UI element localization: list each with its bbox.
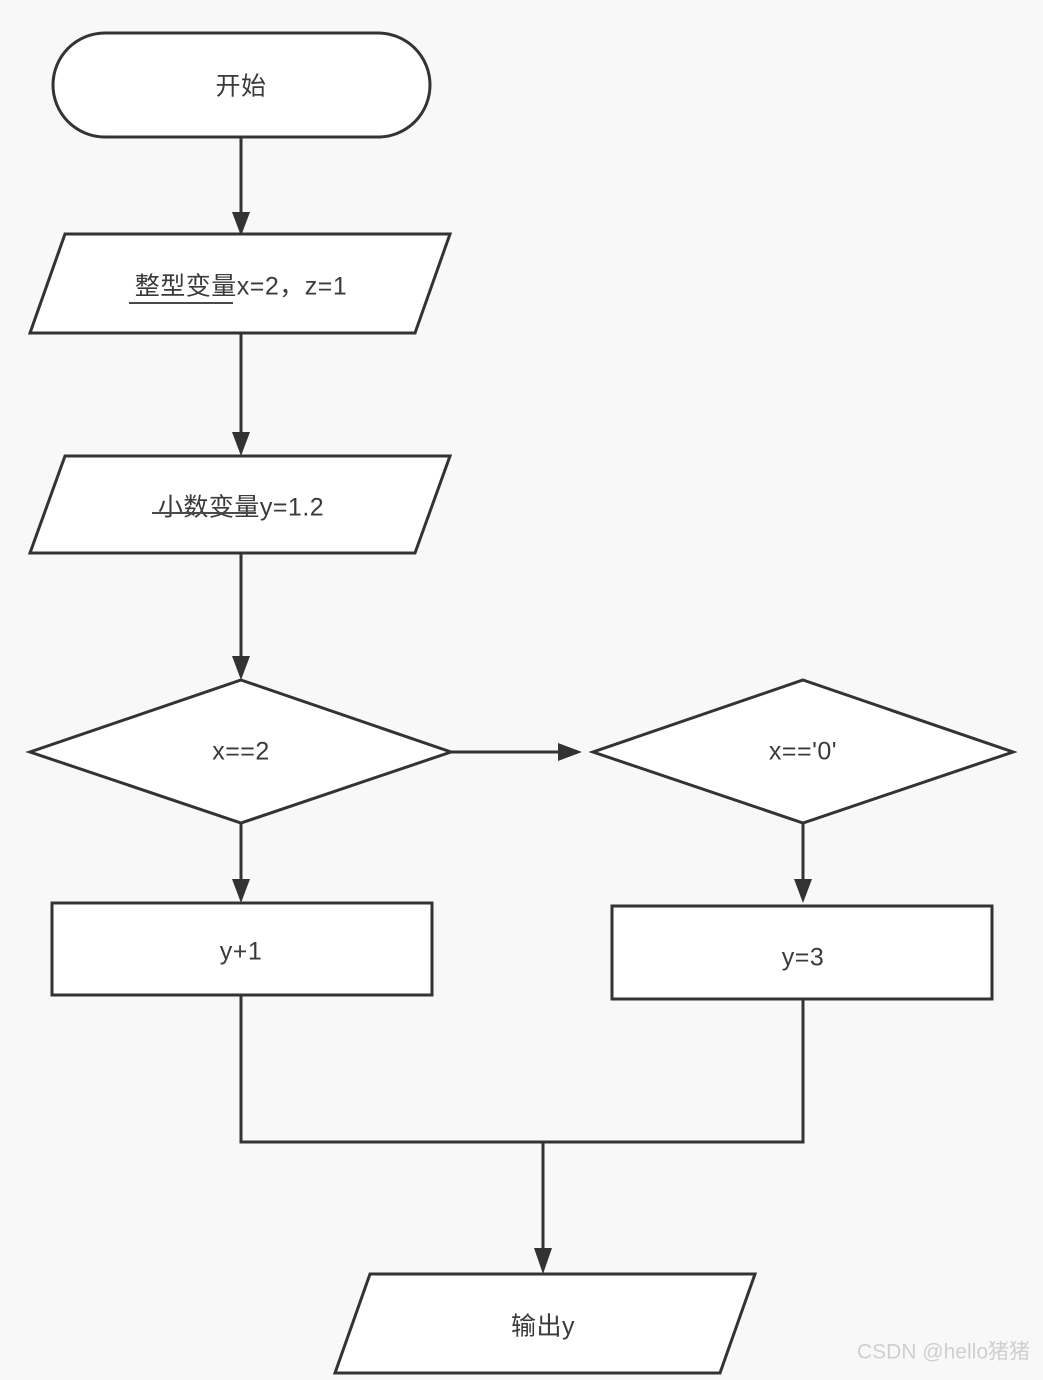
proc-y-plus-1-shape [50,901,434,997]
cond-x-eq-zero-char-shape [588,678,1018,825]
edge-arrowhead [232,879,250,903]
edge-arrowhead [232,656,250,680]
edge-merge-to-output-y [534,1142,552,1274]
edge-proc-y-plus-1-to-output-y [239,995,543,1144]
proc-y-plus-1-label: y+1 [220,938,263,966]
edge-cond-x-eq-2-to-cond-x-eq-zero-char [451,743,582,761]
proc-y-eq-3-label: y=3 [782,944,825,972]
output-y-label: 输出y [511,1313,575,1341]
edge-arrowhead [232,432,250,456]
node-declare-float[interactable]: 小数变量y=1.2 [27,454,453,555]
proc-y-eq-3-shape [610,904,994,1001]
output-y-shape [332,1272,758,1375]
node-proc-y-plus-1[interactable]: y+1 [50,901,434,997]
node-start[interactable]: 开始 [51,31,432,139]
edge-proc-y-eq-3-to-output-y [543,999,805,1144]
edge-cond-x-eq-zero-char-to-proc-y-eq-3 [794,823,812,903]
edge-declare-float-to-cond-x-eq-2 [232,553,250,680]
edge-arrowhead [794,879,812,903]
cond-x-eq-zero-char-label: x=='0' [769,738,837,766]
declare-float-shape [27,454,453,555]
edge-line [543,999,805,1144]
edge-declare-int-to-declare-float [232,333,250,456]
start-shape [51,31,432,139]
edge-start-to-declare-int [232,137,250,236]
declare-int-shape [27,232,453,335]
cond-x-eq-2-label: x==2 [212,738,270,766]
declare-int-label: 整型变量x=2，z=1 [135,273,348,301]
edge-cond-x-eq-2-to-proc-y-plus-1 [232,823,250,903]
edge-line [239,995,543,1144]
node-cond-x-eq-2[interactable]: x==2 [25,678,456,825]
edge-arrowhead [232,212,250,236]
node-declare-int[interactable]: 整型变量x=2，z=1 [27,232,453,335]
cond-x-eq-2-shape [25,678,456,825]
node-proc-y-eq-3[interactable]: y=3 [610,904,994,1001]
watermark: CSDN @hello猪猪 [857,1341,1030,1364]
node-output-y[interactable]: 输出y [332,1272,758,1375]
node-cond-x-eq-zero-char[interactable]: x=='0' [588,678,1018,825]
edge-arrowhead [534,1248,552,1274]
start-label: 开始 [215,73,266,101]
declare-float-label: 小数变量y=1.2 [158,494,324,522]
edge-arrowhead [558,743,582,761]
